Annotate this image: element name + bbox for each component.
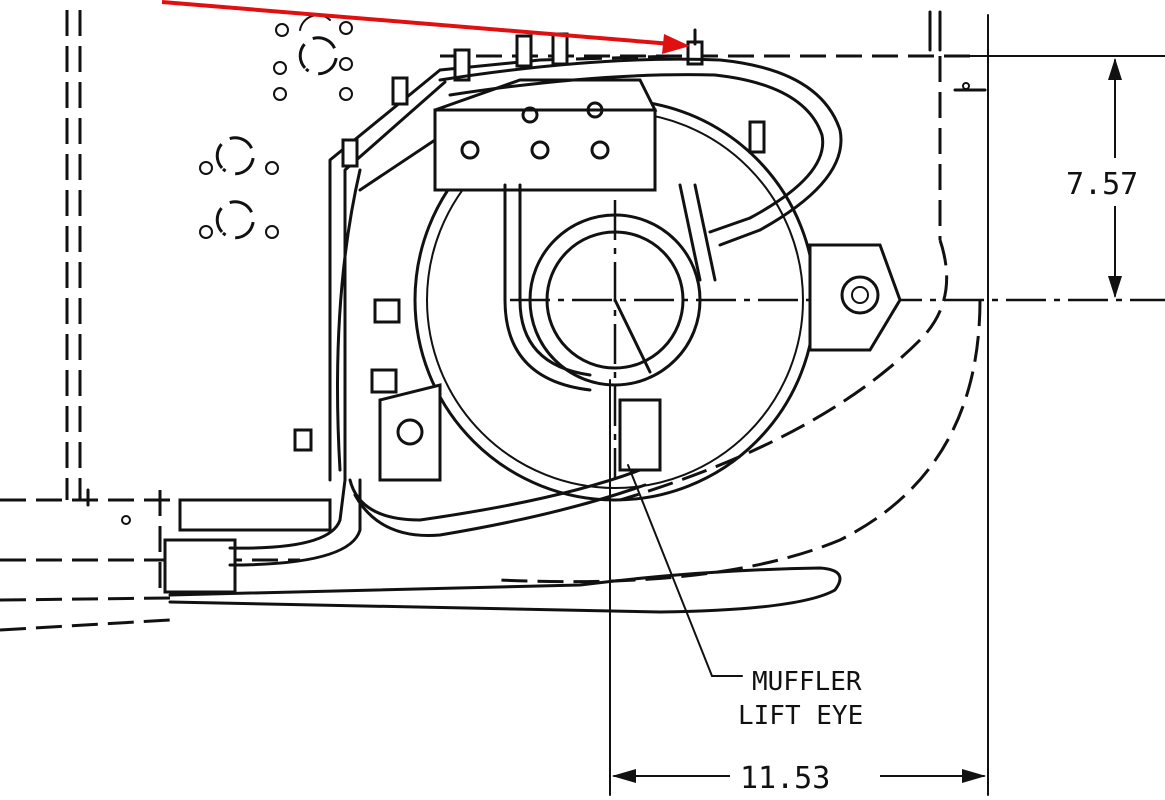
u-strap [503,183,717,392]
annotation-arrow [161,0,690,54]
mounting-bracket [433,78,658,192]
lower-frame [0,478,842,632]
callout-leader [627,464,743,677]
arrowhead-right [962,769,986,783]
arrowhead-down [1108,276,1122,298]
callout-line-1: MUFFLER [752,667,862,697]
callout-line-2: LIFT EYE [738,701,863,731]
dimension-label-horizontal: 11.53 [740,761,830,796]
arrowhead-up [1108,58,1122,80]
arrowhead-left [612,769,636,783]
bolt-hole-pattern [199,14,353,240]
right-outline [499,239,982,584]
left-frame-lines [65,10,90,507]
dimension-vertical [959,55,1165,298]
pipe-tube [336,57,843,537]
lower-left-bracket [293,298,442,482]
ear-bracket [808,243,902,352]
dimension-label-vertical: 7.57 [1066,167,1138,202]
dimension-horizontal [609,14,989,796]
